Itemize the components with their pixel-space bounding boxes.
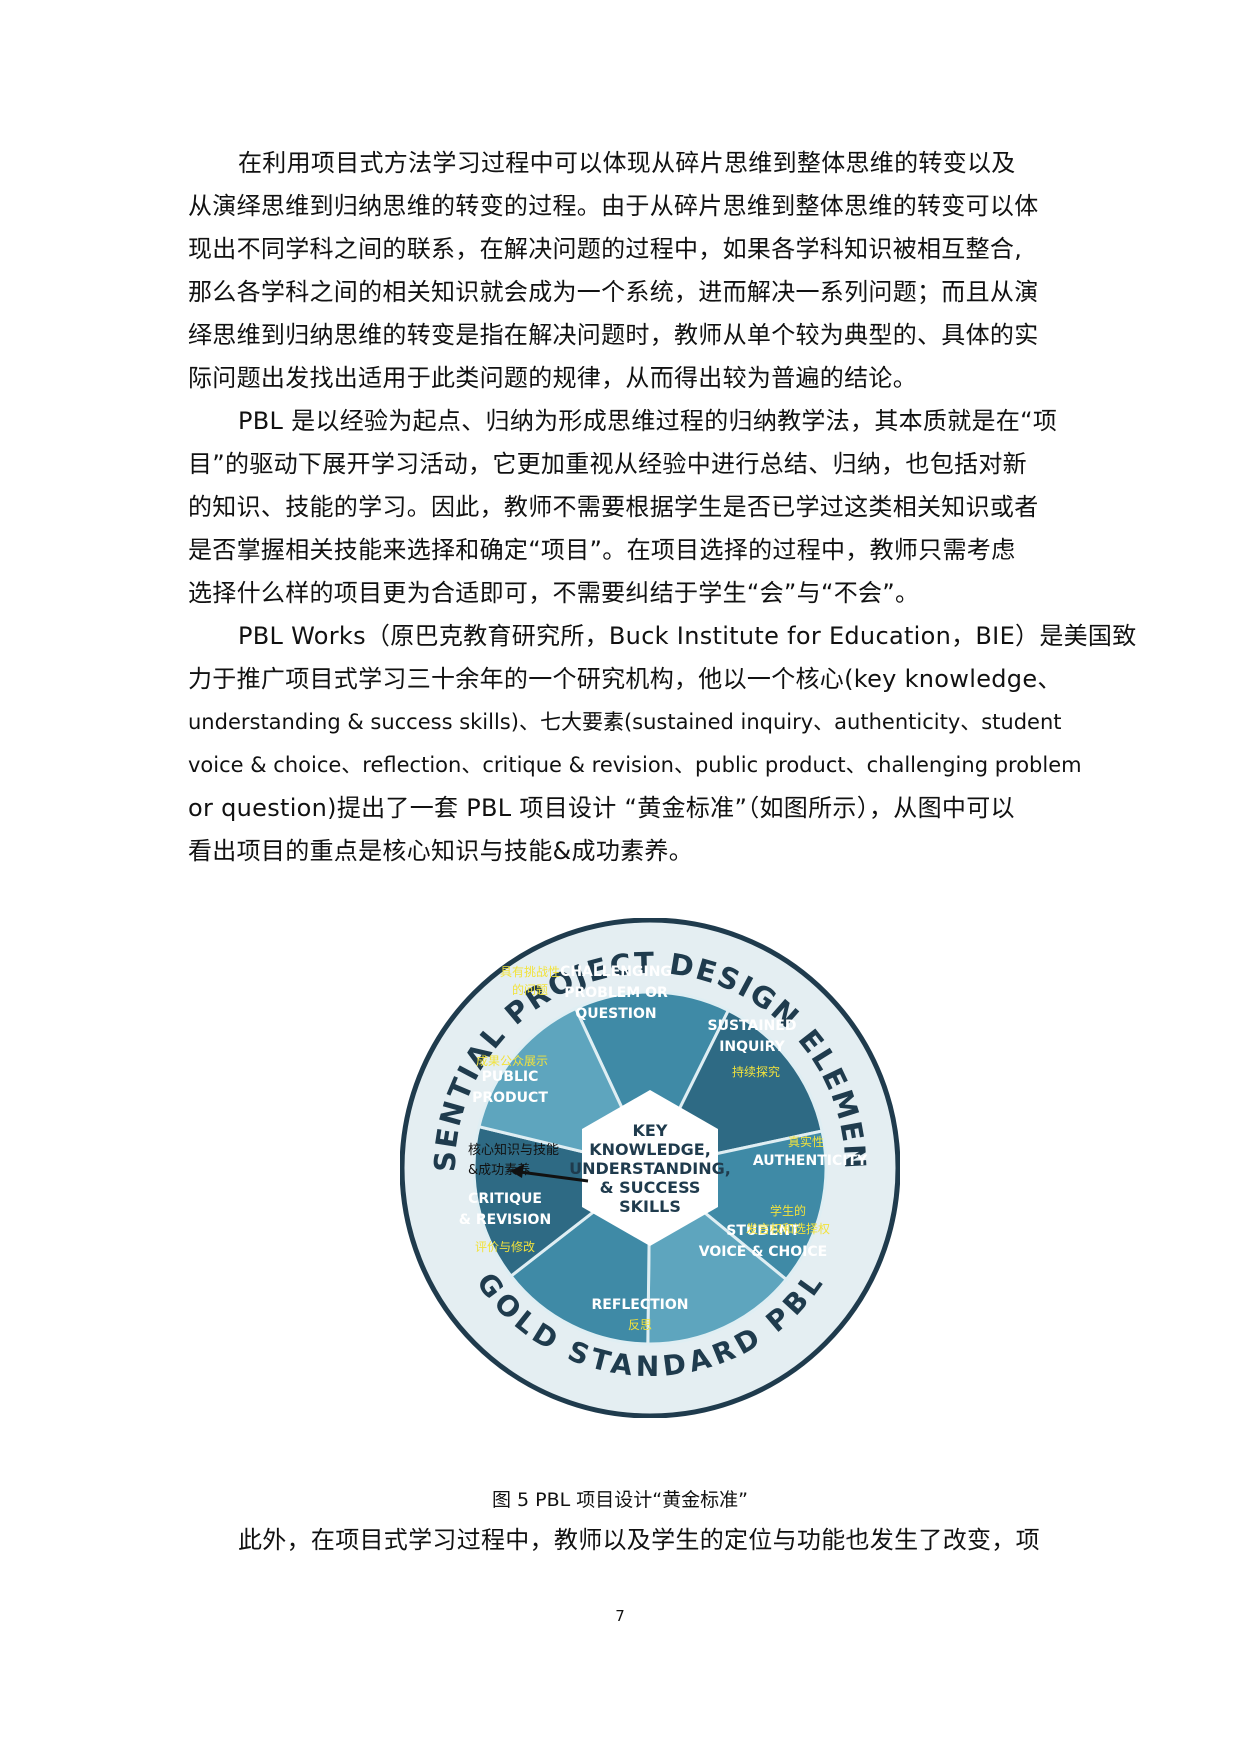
text-line: PBL Works（原巴克教育研究所，Buck Institute for Ed… [238,622,1137,650]
text-line: 际问题出发找出适用于此类问题的规律，从而得出较为普遍的结论。 [188,364,917,392]
text-line: 在利用项目式方法学习过程中可以体现从碎片思维到整体思维的转变以及 [238,149,1016,177]
element-label-en: CRITIQUE [468,1191,542,1207]
center-label-line: SKILLS [619,1197,681,1216]
text-line: 选择什么样的项目更为合适即可，不需要纠结于学生“会”与“不会”。 [188,579,920,607]
gold-standard-pbl-diagram: ESSENTIAL PROJECT DESIGN ELEMENTS GOLD S… [400,918,900,1418]
text-line: 看出项目的重点是核心知识与技能&成功素养。 [188,837,694,865]
paragraph-1: 在利用项目式方法学习过程中可以体现从碎片思维到整体思维的转变以及 从演绎思维到归… [188,142,1088,400]
wedges [472,990,828,1346]
text-line: voice & choice、reflection、critique & rev… [188,753,1082,777]
center-annotation: 核心知识与技能&成功素养 [468,1142,559,1178]
text-line: or question)提出了一套 PBL 项目设计 “黄金标准”（如图所示），… [188,794,1015,822]
element-label-zh: 发言权和选择权 [746,1221,830,1236]
text-line: 现出不同学科之间的联系，在解决问题的过程中，如果各学科知识被相互整合, [188,235,1023,263]
text-line: 的知识、技能的学习。因此，教师不需要根据学生是否已学过这类相关知识或者 [188,493,1039,521]
element-label-en: PRODUCT [472,1090,548,1106]
text-line: 此外，在项目式学习过程中，教师以及学生的定位与功能也发生了改变，项 [238,1526,1040,1554]
element-label-zh: 具有挑战性 [500,965,560,979]
element-label-zh: 的问题 [512,982,548,997]
text-line: PBL 是以经验为起点、归纳为形成思维过程的归纳教学法，其本质就是在“项 [238,407,1058,435]
text-line: 绎思维到归纳思维的转变是指在解决问题时，教师从单个较为典型的、具体的实 [188,321,1039,349]
element-label-en: INQUIRY [719,1039,785,1055]
center-annotation-line: 核心知识与技能 [468,1142,559,1158]
element-label-zh: 学生的 [770,1203,806,1218]
annotation-arrow [519,1170,589,1183]
wedge [573,990,731,1172]
paragraph-2: PBL 是以经验为起点、归纳为形成思维过程的归纳教学法，其本质就是在“项 目”的… [188,400,1088,615]
center-label-line: KEY [633,1121,668,1140]
center-label-line: KNOWLEDGE, [589,1140,711,1159]
page-number: 7 [615,1607,625,1625]
center-hexagon [582,1090,718,1246]
figure-caption: 图 5 PBL 项目设计“黄金标准” [492,1489,748,1511]
center-label-line: & SUCCESS [600,1178,701,1197]
paragraph-3: PBL Works（原巴克教育研究所，Buck Institute for Ed… [188,615,1137,873]
element-label-zh: 持续探究 [732,1064,780,1079]
text-line: understanding & success skills)、七大要素(sus… [188,710,1062,734]
text-line: 从演绎思维到归纳思维的转变的过程。由于从碎片思维到整体思维的转变可以体 [188,192,1039,220]
text-line: 那么各学科之间的相关知识就会成为一个系统，进而解决一系列问题；而且从演 [188,278,1039,306]
center-annotation-line: &成功素养 [468,1162,530,1178]
annotation-arrowhead [510,1164,524,1178]
element-label-en: PROBLEM OR [564,985,668,1001]
element-label-en: AUTHENTICITY [753,1153,868,1169]
element-label-zh: 成果公众展示 [476,1054,548,1068]
element-label-en: PUBLIC [482,1069,539,1085]
text-line: 目”的驱动下展开学习活动，它更加重视从经验中进行总结、归纳，也包括对新 [188,450,1027,478]
element-label-en: QUESTION [575,1006,656,1022]
text-line: 是否掌握相关技能来选择和确定“项目”。在项目选择的过程中，教师只需考虑 [188,536,1016,564]
element-label-en: VOICE & CHOICE [699,1244,827,1260]
element-label-zh: 真实性 [788,1134,824,1149]
element-label-en: CHALLENGING [560,964,672,980]
element-label-en: REFLECTION [591,1297,688,1313]
element-label-zh: 评价与修改 [475,1239,535,1254]
element-label-zh: 反思 [628,1318,652,1332]
element-label-en: & REVISION [459,1212,551,1228]
text-line: 力于推广项目式学习三十余年的一个研究机构，他以一个核心(key knowledg… [188,665,1062,693]
element-label-en: SUSTAINED [708,1018,797,1034]
center-label-line: UNDERSTANDING, [569,1159,731,1178]
element-label-en: STUDENT [726,1223,800,1239]
